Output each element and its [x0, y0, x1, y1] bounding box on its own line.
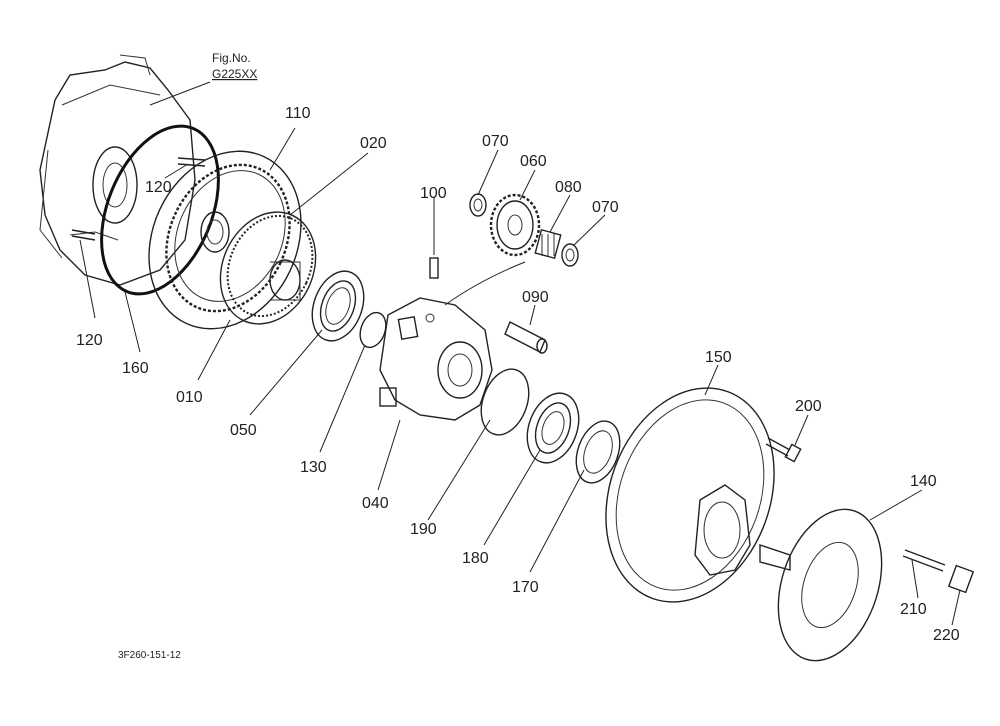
part-label-060: 060: [520, 153, 547, 170]
part-label-220: 220: [933, 627, 960, 644]
transmission-housing: [39, 54, 196, 286]
needle-bearing-080: [534, 228, 562, 260]
pin-100: [429, 257, 439, 279]
part-label-170: 170: [512, 579, 539, 596]
part-label-110: 110: [285, 105, 311, 122]
thrust-washer-070-left: [469, 193, 487, 217]
oil-seal-170: [575, 420, 621, 484]
part-label-190: 190: [410, 521, 437, 538]
part-label-130: 130: [300, 459, 327, 476]
o-ring-160: [100, 124, 220, 296]
part-label-020: 020: [360, 135, 387, 152]
shaft-090: [504, 321, 548, 354]
part-label-070-right: 070: [592, 199, 619, 216]
axle-flange-140: [759, 508, 883, 662]
bearing-050: [311, 270, 365, 342]
leader-lines: [79, 81, 961, 626]
part-label-210: 210: [900, 601, 927, 618]
part-label-010: 010: [176, 389, 203, 406]
sun-gear-010: [219, 211, 317, 325]
pin-120-upper: [177, 157, 206, 167]
part-label-140: 140: [910, 473, 937, 490]
part-label-040: 040: [362, 495, 389, 512]
part-label-150: 150: [705, 349, 732, 366]
fig-no-label: Fig.No.: [212, 51, 251, 65]
part-label-180: 180: [462, 550, 489, 567]
pin-120-lower: [71, 229, 96, 241]
part-label-070-left: 070: [482, 133, 509, 150]
part-label-160: 160: [122, 360, 149, 377]
hub-housing-150: [605, 387, 775, 603]
bearing-180: [526, 392, 580, 464]
stud-bolt-210: [902, 549, 946, 572]
fig-no-value: G225XX: [212, 67, 257, 81]
carrier-040: [379, 297, 493, 421]
part-label-120-upper: 120: [145, 179, 172, 196]
drawing-code: 3F260-151-12: [118, 650, 181, 661]
snap-ring-130: [359, 311, 387, 349]
wheel-nut-220: [947, 564, 975, 594]
bolt-200: [765, 437, 802, 463]
part-label-100: 100: [420, 185, 447, 202]
thrust-washer-070-right: [561, 243, 579, 267]
part-label-200: 200: [795, 398, 822, 415]
part-label-050: 050: [230, 422, 257, 439]
snap-ring-190: [480, 368, 530, 436]
part-label-080: 080: [555, 179, 582, 196]
part-label-090: 090: [522, 289, 549, 306]
part-label-120-lower: 120: [76, 332, 103, 349]
internal-gear-110: [148, 150, 302, 330]
planet-gear-060: [489, 193, 541, 257]
